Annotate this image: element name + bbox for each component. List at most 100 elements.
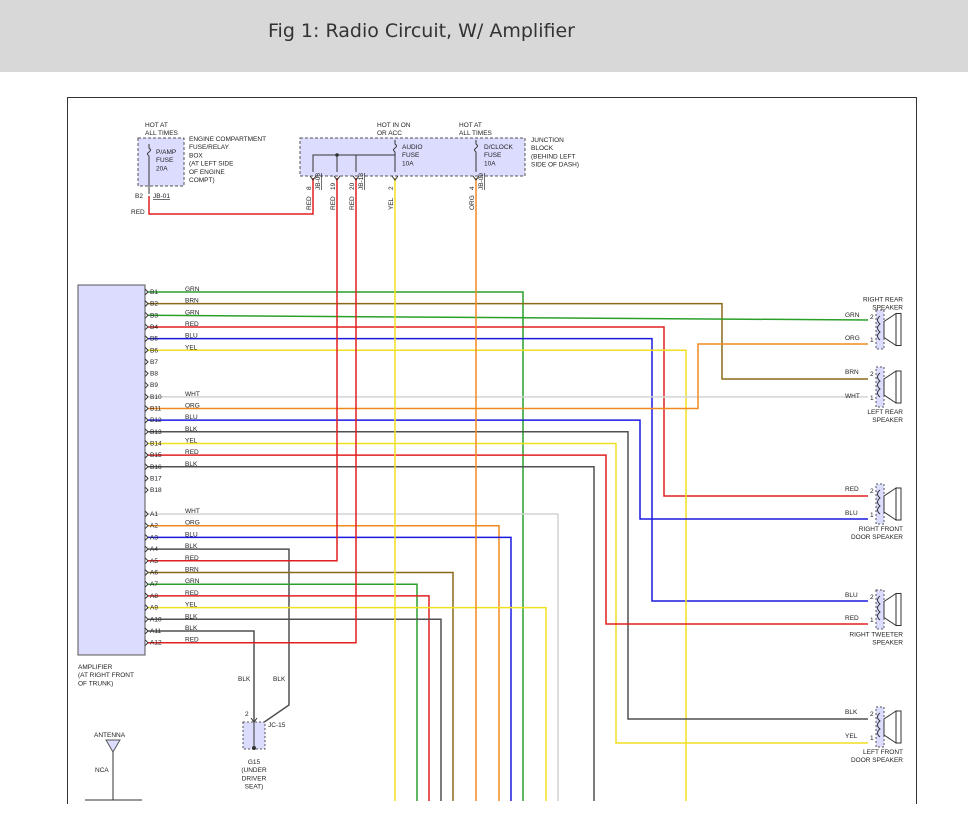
amp-pin-label: A10: [150, 616, 162, 623]
amp-pin-B18: [144, 486, 149, 494]
speaker-icon: [883, 370, 897, 404]
ground-connector-label: JC-15: [268, 722, 286, 729]
amp-wire-label: BLU: [185, 414, 198, 421]
wire-wht-a1: [148, 513, 559, 801]
wire-red-b4: [148, 326, 868, 497]
p-amp-fuse-label: 20A: [156, 165, 168, 172]
speaker-icon: [895, 487, 902, 521]
amp-pin-label: A5: [150, 558, 158, 565]
amp-wire-label: RED: [185, 555, 199, 562]
speaker-wire-label: YEL: [845, 733, 858, 740]
amp-pin-B2: [144, 300, 149, 308]
amp-pin-label: B15: [150, 452, 162, 459]
amp-pin-B10: [144, 393, 149, 401]
speaker-wire-label: WHT: [845, 393, 860, 400]
speaker-connector: [875, 309, 885, 350]
amp-pin-label: B10: [150, 394, 162, 401]
speaker-icon: [895, 370, 902, 404]
junction-pin-20: [352, 175, 360, 181]
amp-wire-label: BLK: [185, 543, 198, 550]
amp-wire-label: ORG: [185, 403, 200, 410]
ground-wire-label: BLK: [238, 676, 251, 683]
amp-wire-label: RED: [185, 637, 199, 644]
amp-wire-label: BLK: [185, 461, 198, 468]
wire-org-b11: [148, 343, 868, 410]
amp-pin-B16: [144, 463, 149, 471]
junction-pin-connector: JB-13: [358, 173, 365, 190]
junction-pin-number: 8: [306, 186, 313, 190]
amp-wire-label: BLU: [185, 531, 198, 538]
wire-red-a5: [148, 178, 338, 562]
d-clock-fuse-label: D/CLOCK: [484, 144, 514, 151]
wire-org-a2: [148, 524, 500, 801]
junction-name-label: SIDE OF DASH): [531, 162, 579, 169]
wire-grn-a7: [148, 583, 418, 801]
amp-pin-B15: [144, 451, 149, 459]
amp-pin-label: B12: [150, 417, 162, 424]
speaker-coil: [877, 595, 881, 621]
junction-name-label: JUNCTION: [531, 137, 564, 144]
antenna-nca-label: NCA: [95, 767, 109, 774]
speaker-connector: [875, 589, 885, 630]
p-amp-fuse-label: P/AMP: [156, 149, 176, 156]
junction-pin-connector: JB-08: [315, 173, 322, 190]
speaker-icon: [883, 592, 897, 627]
junction-hot-all-label: HOT AT: [459, 122, 482, 129]
speaker-pin: 2: [870, 711, 874, 718]
amp-pin-A10: [144, 615, 149, 623]
speaker-pin: 2: [870, 594, 874, 601]
speaker-wire-label: ORG: [845, 335, 860, 342]
amp-pin-label: B5: [150, 336, 158, 343]
amp-pin-A6: [144, 569, 149, 576]
amp-pin-label: A9: [150, 605, 158, 612]
clock-fuse-symbol: [474, 140, 478, 156]
amp-pin-B7: [144, 358, 149, 366]
speaker-icon: [895, 593, 902, 626]
amp-pin-B8: [144, 370, 149, 377]
engine-connector: JB-01: [153, 193, 170, 200]
wire-red-a12: [148, 178, 357, 644]
speaker-coil: [877, 712, 881, 738]
speaker-pin: 2: [870, 488, 874, 495]
wire-brn-a6: [148, 571, 454, 801]
amp-pin-B13: [144, 428, 149, 436]
speaker-pin: 2: [870, 371, 874, 378]
amp-pin-B6: [144, 346, 149, 354]
engine-box-label: (AT LEFT SIDE: [189, 161, 234, 168]
junction-wire-label: RED: [349, 196, 356, 210]
speaker-wire-label: BRN: [845, 369, 859, 376]
amp-pin-label: A12: [150, 640, 162, 647]
amplifier-label: (AT RIGHT FRONT: [78, 672, 134, 679]
amp-pin-label: A3: [150, 534, 158, 541]
amp-pin-label: B1: [150, 289, 158, 296]
amp-wire-label: BRN: [185, 567, 199, 574]
amp-pin-A12: [144, 639, 149, 647]
wire-grn-b1: [148, 291, 524, 801]
wire-red-fuse: [148, 178, 314, 215]
speaker-coil: [877, 372, 881, 398]
wire-yel-b6: [148, 349, 687, 801]
ground-wire-label: BLK: [273, 676, 286, 683]
amp-pin-B3: [144, 311, 149, 319]
speaker-icon: [883, 710, 897, 744]
amp-wire-label: YEL: [185, 344, 198, 351]
engine-box-label: OF ENGINE: [189, 169, 225, 176]
junction-bus: [312, 154, 396, 172]
speaker-name: SPEAKER: [872, 640, 903, 647]
speaker-name: SPEAKER: [872, 417, 903, 424]
wire-blu-b5: [148, 337, 868, 602]
amp-pin-B11: [144, 405, 149, 412]
amp-pin-label: A7: [150, 581, 158, 588]
amp-pin-label: B9: [150, 382, 158, 389]
speaker-wire-label: RED: [845, 486, 859, 493]
amp-pin-A9: [144, 604, 149, 611]
amp-pin-B9: [144, 381, 149, 389]
speaker-name: SPEAKER: [872, 305, 903, 312]
d-clock-fuse-label: FUSE: [484, 152, 502, 159]
wire-red-b15: [148, 454, 868, 625]
speaker-pin: 1: [870, 395, 874, 402]
engine-hot-label: ALL TIMES: [145, 130, 179, 137]
amp-pin-label: B14: [150, 440, 162, 447]
